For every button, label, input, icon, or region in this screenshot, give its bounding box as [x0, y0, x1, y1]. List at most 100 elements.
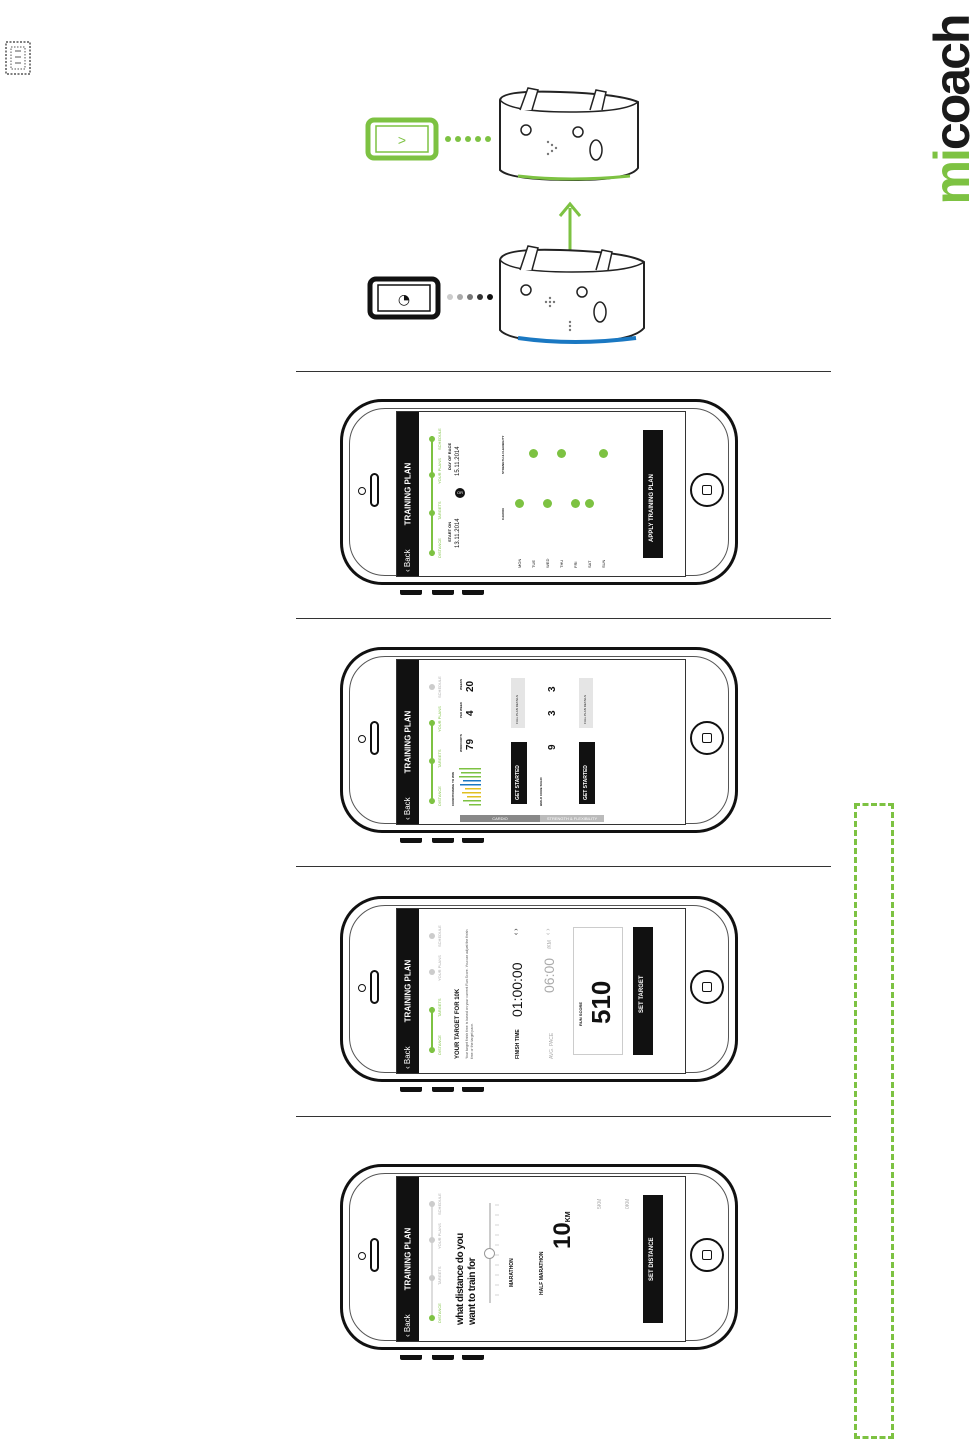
- plan2-weeks: 3: [547, 686, 558, 692]
- home-button[interactable]: [690, 1238, 724, 1272]
- get-started-label: GET STARTED: [583, 765, 589, 800]
- option-marathon[interactable]: MARATHON: [509, 1258, 515, 1287]
- phone-targets: TRAINING PLAN ‹ Back DISTANCE TARGETS YO…: [340, 896, 740, 1092]
- option-5km[interactable]: 5KM: [597, 1198, 603, 1209]
- micoach-logo: micoach: [924, 0, 974, 220]
- header-title: TRAINING PLAN: [403, 710, 413, 774]
- finish-time-value[interactable]: 01:00:00: [509, 962, 525, 1018]
- back-button[interactable]: ‹ Back: [403, 1314, 412, 1337]
- step-targets[interactable]: TARGETS: [437, 749, 442, 768]
- step-your-plans[interactable]: YOUR PLANS: [437, 1223, 442, 1249]
- step-schedule[interactable]: SCHEDULE: [437, 925, 442, 947]
- home-button[interactable]: [690, 721, 724, 755]
- plan2-perweek: 3: [547, 710, 558, 716]
- plan1-details-button[interactable]: FULL PLAN DETAILS: [511, 678, 525, 728]
- run-score-box: RUN SCORE 510: [573, 927, 623, 1055]
- slider-ticks: [495, 1204, 499, 1296]
- or-badge: OR: [455, 488, 465, 498]
- day-sat: SAT: [587, 560, 592, 568]
- plan1-chart-icon: [459, 768, 481, 806]
- header-title: TRAINING PLAN: [403, 462, 413, 526]
- header-bar: TRAINING PLAN ‹ Back: [397, 660, 419, 824]
- step-your-plans[interactable]: YOUR PLANS: [437, 458, 442, 484]
- plan1-workouts: 79: [465, 738, 476, 750]
- avg-pace-label: AVG. PACE: [549, 1032, 555, 1059]
- strength-col-label: STRENGTH & FLEXIBILITY: [501, 435, 505, 474]
- apply-training-plan-button[interactable]: APPLY TRAINING PLAN: [643, 430, 663, 558]
- divider: [296, 371, 831, 372]
- phone-schedule: TRAINING PLAN ‹ Back DISTANCE TARGETS YO…: [340, 399, 740, 595]
- step-schedule[interactable]: SCHEDULE: [437, 676, 442, 698]
- step-your-plans[interactable]: YOUR PLANS: [437, 955, 442, 981]
- day-sun: SUN: [601, 559, 606, 568]
- tab-strength-flexibility[interactable]: STRENGTH & FLEXIBILITY: [540, 815, 604, 822]
- app-screen: TRAINING PLAN ‹ Back DISTANCE TARGETS YO…: [396, 908, 686, 1074]
- app-screen: TRAINING PLAN ‹ Back DISTANCE TARGETS YO…: [396, 1176, 686, 1342]
- plan1-weeks-label: WEEKS: [459, 678, 463, 690]
- option-half-marathon[interactable]: HALF MARATHON: [539, 1251, 545, 1295]
- step-distance[interactable]: DISTANCE: [437, 786, 442, 806]
- step-targets[interactable]: TARGETS: [437, 1266, 442, 1285]
- tab-cardio[interactable]: CARDIO: [460, 815, 540, 822]
- day-mon: MON: [517, 558, 522, 568]
- band-pairing-illustration: > ◔: [365, 87, 645, 344]
- race-label: DAY OF RACE: [447, 442, 452, 470]
- logo-mi: mi: [924, 150, 974, 205]
- question-line2: want to train for: [467, 1257, 478, 1325]
- target-description: Your target finish time is based on your…: [465, 929, 474, 1059]
- avg-pace-value[interactable]: 06:00: [541, 957, 557, 993]
- back-button[interactable]: ‹ Back: [403, 1046, 412, 1069]
- step-distance[interactable]: DISTANCE: [437, 538, 442, 558]
- day-wed: WED: [545, 558, 550, 568]
- speaker-icon: [370, 970, 379, 1004]
- plan2-get-started-button[interactable]: GET STARTED: [579, 742, 595, 804]
- header-title: TRAINING PLAN: [403, 959, 413, 1023]
- plan2-workouts: 9: [547, 744, 558, 750]
- question-line1: what distance do you: [455, 1233, 466, 1325]
- get-started-label: GET STARTED: [515, 765, 521, 800]
- home-button[interactable]: [690, 970, 724, 1004]
- camera-icon: [358, 984, 366, 992]
- bottom-phone-glyph: ◔: [398, 292, 410, 308]
- distance-slider-knob[interactable]: [484, 1247, 495, 1259]
- apply-training-plan-label: APPLY TRAINING PLAN: [649, 473, 655, 542]
- plan1-perweek-label: PER WEEK: [459, 701, 463, 718]
- set-distance-label: SET DISTANCE: [649, 1237, 655, 1281]
- finish-time-stepper[interactable]: ‹ ›: [513, 928, 520, 935]
- plan2-title: BUILD CORE SOLID: [539, 777, 543, 806]
- avg-pace-stepper[interactable]: ‹ ›: [545, 928, 552, 935]
- day-fri: FRI: [573, 561, 578, 568]
- step-distance[interactable]: DISTANCE: [437, 1303, 442, 1323]
- camera-icon: [358, 487, 366, 495]
- step-your-plans[interactable]: YOUR PLANS: [437, 706, 442, 732]
- set-target-button[interactable]: SET TARGET: [633, 927, 653, 1055]
- start-value[interactable]: 13.11.2014: [455, 518, 461, 548]
- phone-distance: TRAINING PLAN ‹ Back DISTANCE TARGETS YO…: [340, 1164, 740, 1360]
- back-button[interactable]: ‹ Back: [403, 549, 412, 572]
- divider: [296, 1116, 831, 1117]
- plan1-weeks: 20: [465, 680, 476, 692]
- divider: [296, 866, 831, 867]
- step-schedule[interactable]: SCHEDULE: [437, 1193, 442, 1215]
- day-tue: TUE: [531, 560, 536, 568]
- back-label: Back: [403, 1314, 412, 1333]
- home-button[interactable]: [690, 473, 724, 507]
- set-target-label: SET TARGET: [639, 975, 645, 1013]
- cardio-col-label: CARDIO: [501, 508, 505, 520]
- option-0km[interactable]: 0KM: [625, 1198, 631, 1209]
- plan1-perweek: 4: [465, 710, 476, 716]
- app-screen: TRAINING PLAN ‹ Back DISTANCE TARGETS YO…: [396, 659, 686, 825]
- plan1-get-started-button[interactable]: GET STARTED: [511, 742, 527, 804]
- speaker-icon: [370, 473, 379, 507]
- step-targets[interactable]: TARGETS: [437, 501, 442, 520]
- set-distance-button[interactable]: SET DISTANCE: [643, 1195, 663, 1323]
- race-value[interactable]: 15.11.2014: [455, 446, 461, 476]
- step-targets[interactable]: TARGETS: [437, 998, 442, 1017]
- back-label: Back: [403, 797, 412, 816]
- plan2-details-button[interactable]: FULL PLAN DETAILS: [579, 678, 593, 728]
- top-phone-glyph: >: [398, 132, 406, 148]
- plan1-title: CONDITIONING TO WIN: [451, 772, 455, 806]
- step-distance[interactable]: DISTANCE: [437, 1035, 442, 1055]
- back-button[interactable]: ‹ Back: [403, 797, 412, 820]
- step-schedule[interactable]: SCHEDULE: [437, 428, 442, 450]
